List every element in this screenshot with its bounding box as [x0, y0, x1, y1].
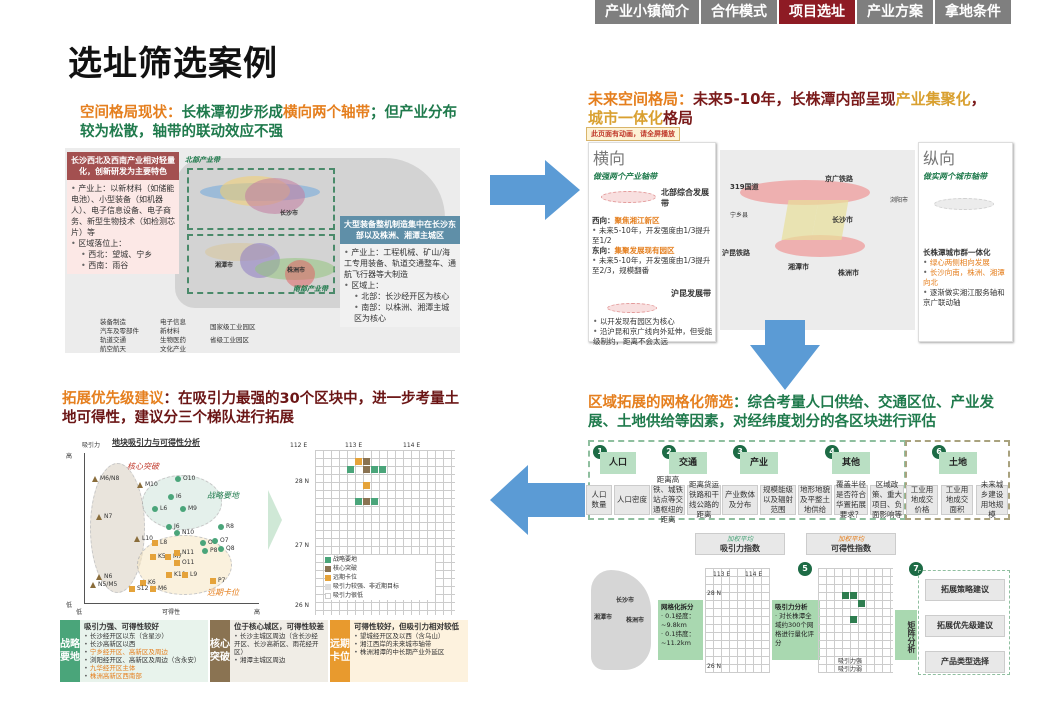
q1-heading: 空间格局现状：长株潭初步形成横向两个轴带；但产业分布较为松散，轴带的联动效应不强 [80, 105, 457, 140]
q3-region-map: 长沙市 湘潭市 株洲市 [586, 565, 661, 675]
animation-note: 此页面有动画，请全屏播放 [586, 127, 680, 141]
tier-strategic: 吸引力强、可得性较好 长沙经开区以东（含星沙）长沙高新区以西宁乡经开区、高新区及… [80, 620, 208, 682]
nav-tab-land-conditions[interactable]: 拿地条件 [935, 0, 1011, 24]
tier-core-label: 核心突破 [210, 620, 230, 682]
q3-grid-map: 113 E 114 E 28 N 26 N [705, 568, 770, 673]
tier-strategic-label: 战略要地 [60, 620, 80, 682]
top-nav: 产业小镇简介 合作模式 项目选址 产业方案 拿地条件 [595, 0, 1011, 24]
chevron-right-icon [268, 490, 282, 550]
q3-scored-grid-map: 吸引力强 吸引力弱 [818, 568, 893, 673]
arrow-left-icon [490, 465, 585, 535]
south-belt-box [187, 234, 335, 294]
q4-scatter-chart: 地块吸引力与可得性分析 吸引力 高 低 低 可得性 高 核心突破 战略要地 远期… [62, 435, 267, 616]
q1-map-panel: 北部产业带 南部产业带 长沙市 湘潭市 株洲市 长沙西北及西南产业相对轻量化，创… [65, 148, 460, 353]
q2-vertical-panel: 纵向 做实两个城市轴带 长株潭城市群一体化 绿心两侧相向发展长沙向南，株洲、湘潭… [918, 142, 1013, 342]
q1-box-equipment: 大型装备整机制造集中在长沙东部以及株洲、湘潭主城区 产业上：工程机械、矿山/海工… [340, 216, 460, 327]
nav-tab-industry-plan[interactable]: 产业方案 [857, 0, 933, 24]
grid-split-step: 网格化拆分· 0.1经度：~9.8km· 0.1纬度：~11.2km [658, 600, 703, 660]
q1-legend-col1: 装备制造汽车及零部件轨道交通航空航天 [100, 318, 139, 353]
q3-outcome-box: 拓展策略建议 拓展优先级建议 产品类型选择 [918, 570, 1010, 675]
attractiveness-index: 加权平均吸引力指数 [695, 533, 785, 555]
group-land: 土地 [939, 452, 977, 474]
tier-future: 可得性较好，但吸引力相对较低 望城经开区及以西（含乌山）湘江西岸的未来城市轴带株… [350, 620, 468, 682]
q1-box-northwest: 长沙西北及西南产业相对轻量化，创新研发为主要特色 产业上：以新材料（如储能电池）… [67, 152, 179, 274]
q3-availability-box [905, 440, 1010, 520]
tier-future-label: 远期卡位 [330, 620, 350, 682]
arrow-right-icon [490, 160, 580, 220]
nav-tab-intro[interactable]: 产业小镇简介 [595, 0, 699, 24]
matrix-analysis-step: 矩阵分析 [895, 610, 917, 660]
q3-heading: 区域拓展的网格化筛选：综合考量人口供给、交通区位、产业发展、土地供给等因素，对经… [588, 395, 994, 430]
availability-index: 加权平均可得性指数 [806, 533, 896, 555]
nav-tab-cooperation[interactable]: 合作模式 [701, 0, 777, 24]
group-other: 其他 [832, 452, 870, 474]
q4-tier-map: 112 E 113 E 114 E 28 N 27 N 26 N 战略要地 核心… [290, 442, 455, 615]
tier-core: 位于核心城区，可得性较差 长沙主城区周边（含长沙经开区、长沙高新区、雨花经开区）… [230, 620, 328, 682]
nav-tab-site-selection[interactable]: 项目选址 [779, 0, 855, 24]
north-belt-box [187, 168, 335, 230]
q1-legend-col2: 电子信息新材料生物医药文化产业 [160, 318, 186, 353]
q1-legend-col3: 国家级工业园区省级工业园区 [210, 323, 256, 344]
attractiveness-analysis-step: 吸引力分析· 对长株潭全域约300个网格进行量化评分 [772, 600, 820, 660]
page-title: 选址筛选案例 [68, 44, 278, 84]
q2-horizontal-panel: 横向 做强两个产业轴带 北部综合发展带 西向：聚焦湘江新区 未来5-10年，开发… [588, 142, 716, 346]
group-population: 人口 [600, 452, 636, 474]
q2-heading: 未来空间格局：未来5-10年，长株潭内部呈现产业集聚化，城市一体化格局 [588, 90, 986, 127]
q4-heading: 拓展优先级建议：在吸引力最强的30个区块中，进一步考量土地可得性，建议分三个梯队… [62, 391, 460, 426]
arrow-down-icon [750, 320, 820, 390]
group-transport: 交通 [669, 452, 707, 474]
q2-map: 319国道 京广铁路 长沙市 湘潭市 株洲市 沪昆铁路 宁乡县 浏阳市 [720, 150, 915, 330]
group-industry: 产业 [740, 452, 778, 474]
